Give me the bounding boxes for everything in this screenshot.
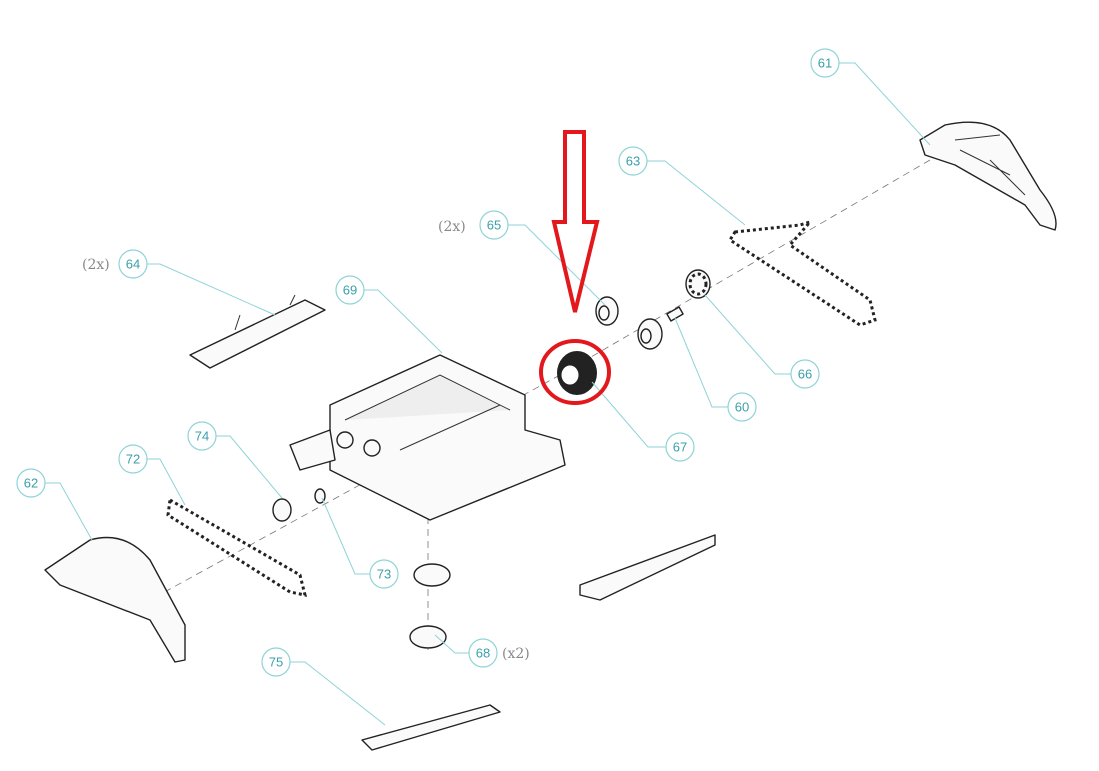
svg-text:68: 68 xyxy=(476,646,490,661)
part-68-disc xyxy=(413,563,451,587)
svg-text:60: 60 xyxy=(735,400,749,415)
svg-text:65: 65 xyxy=(487,218,501,233)
callout-68[interactable]: 68 xyxy=(468,638,498,668)
callout-65[interactable]: 65 xyxy=(479,210,509,240)
svg-text:72: 72 xyxy=(126,452,140,467)
callout-62[interactable]: 62 xyxy=(16,468,46,498)
svg-text:61: 61 xyxy=(818,56,832,71)
callout-61[interactable]: 61 xyxy=(810,48,840,78)
svg-text:73: 73 xyxy=(377,567,391,582)
quantity-65: (2x) xyxy=(438,219,466,235)
callout-67[interactable]: 67 xyxy=(665,432,695,462)
part-63-track xyxy=(727,219,877,327)
callout-69[interactable]: 69 xyxy=(335,275,365,305)
callout-74[interactable]: 74 xyxy=(187,421,217,451)
svg-text:66: 66 xyxy=(798,367,812,382)
svg-text:67: 67 xyxy=(673,440,687,455)
part-67-gear xyxy=(557,351,597,395)
svg-text:69: 69 xyxy=(343,283,357,298)
callout-75[interactable]: 75 xyxy=(261,647,291,677)
part-72-track xyxy=(166,497,308,597)
part-68-disc xyxy=(409,625,447,649)
svg-text:62: 62 xyxy=(24,476,38,491)
part-66-pulley xyxy=(685,269,711,299)
callout-60[interactable]: 60 xyxy=(727,392,757,422)
callout-63[interactable]: 63 xyxy=(618,146,648,176)
quantity-64: (2x) xyxy=(82,257,110,273)
highlight-arrow xyxy=(539,130,611,405)
callout-66[interactable]: 66 xyxy=(790,359,820,389)
part-bracket-lower xyxy=(579,534,716,601)
part-62-side-cover xyxy=(44,536,186,663)
svg-text:74: 74 xyxy=(195,429,209,444)
svg-text:64: 64 xyxy=(126,257,140,272)
part-60-pin xyxy=(666,306,684,322)
callout-72[interactable]: 72 xyxy=(118,444,148,474)
svg-text:75: 75 xyxy=(269,655,283,670)
part-61-side-cover xyxy=(919,121,1057,231)
part-65-bearings xyxy=(595,296,663,350)
leader-lines xyxy=(45,62,931,726)
part-69-chassis xyxy=(289,354,566,521)
callout-64[interactable]: 64 xyxy=(118,249,148,279)
part-74-bushing xyxy=(272,498,292,522)
callout-73[interactable]: 73 xyxy=(369,559,399,589)
quantity-68: (x2) xyxy=(502,646,530,662)
part-75-grille xyxy=(361,704,501,751)
svg-text:63: 63 xyxy=(626,154,640,169)
part-64-bracket xyxy=(189,294,326,369)
